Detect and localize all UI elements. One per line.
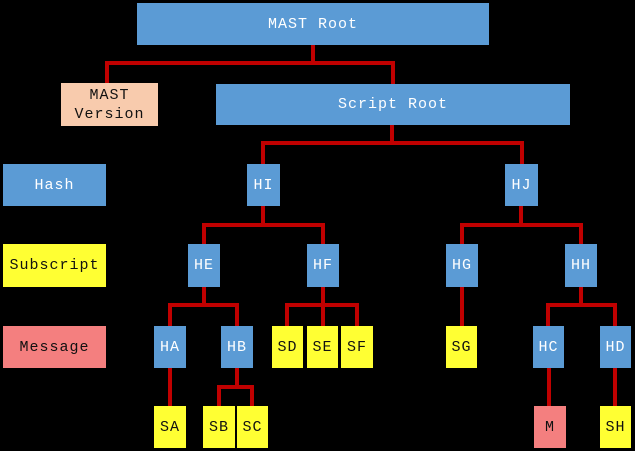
connector-segment — [355, 303, 359, 326]
connector-segment — [261, 141, 524, 145]
connector-segment — [460, 223, 464, 244]
connector-segment — [168, 303, 239, 307]
node-m: M — [534, 406, 566, 448]
connector-segment — [311, 45, 315, 63]
connector-segment — [168, 303, 172, 326]
node-hi: HI — [247, 164, 280, 206]
connector-segment — [202, 223, 206, 244]
legend-message: Message — [3, 326, 106, 368]
connector-segment — [168, 368, 172, 406]
connector-segment — [202, 223, 325, 227]
connector-segment — [546, 303, 617, 307]
connector-segment — [520, 141, 524, 164]
connector-segment — [217, 385, 221, 406]
node-mast-version: MAST Version — [61, 83, 158, 126]
connector-segment — [460, 287, 464, 326]
connector-segment — [285, 303, 289, 326]
node-hc: HC — [533, 326, 564, 368]
connector-segment — [261, 206, 265, 225]
connector-segment — [460, 223, 583, 227]
node-se: SE — [307, 326, 338, 368]
connector-segment — [202, 287, 206, 305]
node-hg: HG — [446, 244, 478, 287]
connector-segment — [235, 368, 239, 387]
connector-segment — [579, 287, 583, 305]
node-sb: SB — [203, 406, 235, 448]
node-sa: SA — [154, 406, 186, 448]
node-he: HE — [188, 244, 220, 287]
connector-segment — [261, 141, 265, 164]
connector-segment — [235, 303, 239, 326]
node-sh: SH — [600, 406, 631, 448]
connector-segment — [105, 61, 395, 65]
connector-segment — [321, 303, 325, 326]
connector-segment — [390, 125, 394, 143]
node-ha: HA — [154, 326, 186, 368]
node-sd: SD — [272, 326, 303, 368]
node-script-root: Script Root — [216, 84, 570, 125]
node-hf: HF — [307, 244, 339, 287]
connector-segment — [519, 206, 523, 225]
connector-segment — [546, 303, 550, 326]
node-mast-root: MAST Root — [137, 3, 489, 45]
connector-segment — [250, 385, 254, 406]
node-hj: HJ — [505, 164, 538, 206]
node-hh: HH — [565, 244, 597, 287]
legend-hash: Hash — [3, 164, 106, 206]
connector-segment — [321, 287, 325, 305]
connector-segment — [217, 385, 254, 389]
connector-segment — [105, 61, 109, 83]
legend-subscript: Subscript — [3, 244, 106, 287]
connector-segment — [613, 368, 617, 406]
connector-segment — [613, 303, 617, 326]
node-hd: HD — [600, 326, 631, 368]
connector-segment — [547, 368, 551, 406]
node-sf: SF — [341, 326, 373, 368]
node-hb: HB — [221, 326, 253, 368]
connector-segment — [579, 223, 583, 244]
node-sc: SC — [237, 406, 268, 448]
node-sg: SG — [446, 326, 477, 368]
connector-segment — [321, 223, 325, 244]
connector-segment — [391, 61, 395, 84]
